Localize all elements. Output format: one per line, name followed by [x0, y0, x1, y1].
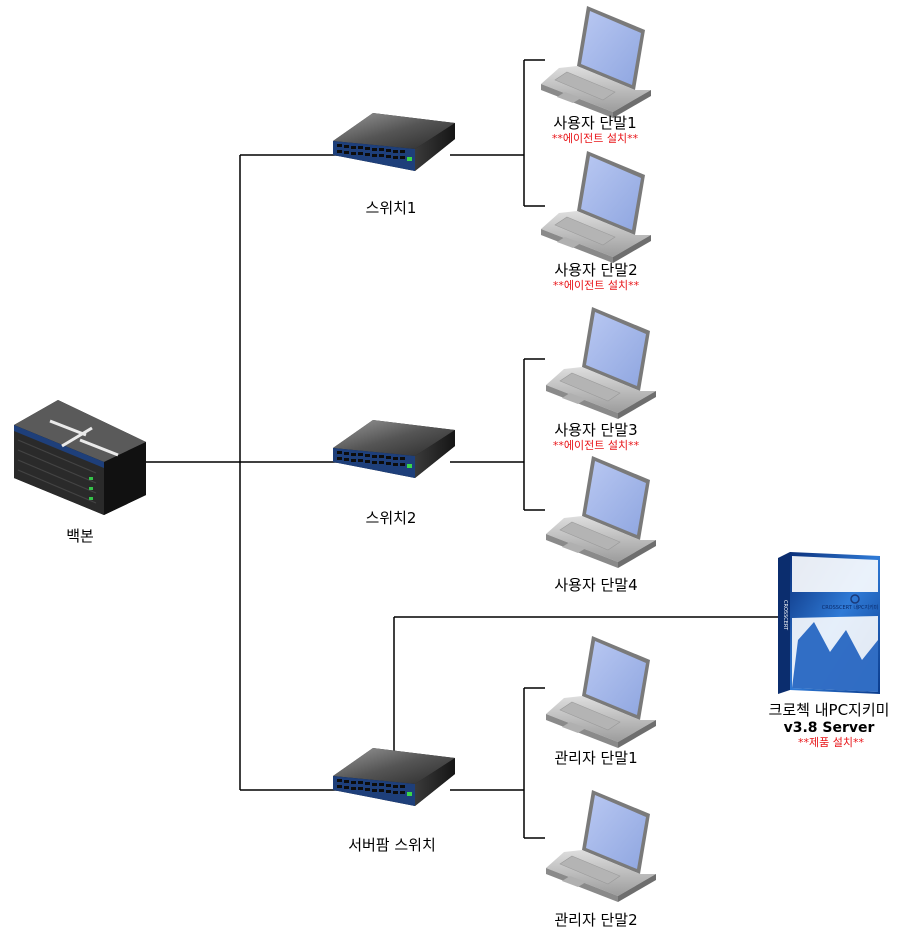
backbone-label: 백본 [66, 527, 94, 545]
user-terminal4-laptop-icon [545, 455, 657, 569]
user-terminal3-laptop-icon [545, 306, 657, 420]
product-install-note: **제품 설치** [798, 736, 864, 749]
user-terminal1-label: 사용자 단말1 [553, 114, 637, 132]
user-terminal3-label: 사용자 단말3 [554, 421, 638, 439]
product-name-line2: v3.8 Server [783, 720, 875, 736]
admin-terminal2-label: 관리자 단말2 [554, 911, 638, 929]
user-terminal3-note: **에이전트 설치** [552, 439, 640, 452]
backbone-router-icon [14, 400, 146, 515]
user-terminal1-laptop-icon [540, 5, 652, 119]
user-terminal4-label: 사용자 단말4 [554, 576, 638, 594]
switch2-label: 스위치2 [365, 509, 417, 527]
user-terminal2-note: **에이전트 설치** [552, 279, 640, 292]
switch2-icon [333, 420, 455, 478]
product-name-line1: 크로첵 내PC지키미 [768, 701, 890, 719]
connection-lines [146, 59, 778, 839]
admin-terminal2-laptop-icon [545, 789, 657, 903]
admin-terminal1-laptop-icon [545, 635, 657, 749]
switch1-icon [333, 113, 455, 171]
user-terminal1-note: **에이전트 설치** [551, 132, 639, 145]
server-farm-switch-label: 서버팜 스위치 [348, 836, 436, 854]
user-terminal2-label: 사용자 단말2 [554, 261, 638, 279]
svg-text:CROSSCERT: CROSSCERT [782, 600, 788, 631]
server-farm-switch-icon [333, 748, 455, 806]
user-terminal2-laptop-icon [540, 150, 652, 264]
admin-terminal1-label: 관리자 단말1 [554, 749, 638, 767]
svg-text:CROSSCERT 내PC지키미: CROSSCERT 내PC지키미 [822, 604, 879, 611]
product-box-icon: CROSSCERT 내PC지키미 CROSSCERT [778, 552, 880, 694]
switch1-label: 스위치1 [365, 199, 417, 217]
